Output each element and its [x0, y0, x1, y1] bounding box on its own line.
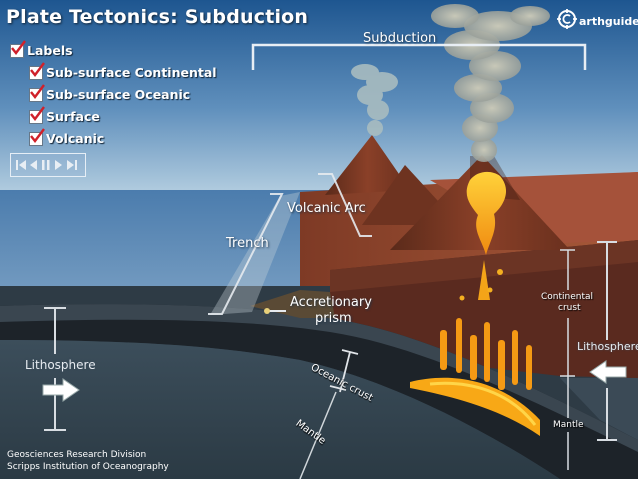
checkbox-label: Sub-surface Continental	[46, 65, 217, 80]
checkbox-label: Sub-surface Oceanic	[46, 87, 191, 102]
label-trench: Trench	[226, 236, 269, 251]
label-subduction: Subduction	[363, 31, 437, 46]
skip-forward-icon[interactable]	[67, 160, 77, 170]
checkbox-volcanic[interactable]: Volcanic	[29, 127, 105, 146]
checkbox-icon	[10, 39, 26, 58]
step-back-icon[interactable]	[30, 160, 37, 170]
label-lithosphere-right: Lithosphere	[577, 340, 638, 353]
checkbox-icon	[29, 83, 45, 102]
earthguide-logo[interactable]: arthguide	[556, 8, 638, 34]
checkbox-icon	[29, 61, 45, 80]
label-continental: Continental	[541, 292, 594, 302]
credit-line-1: Geosciences Research Division	[7, 450, 147, 460]
logo-text: arthguide	[579, 14, 638, 28]
checkbox-icon	[29, 127, 45, 146]
checkbox-label: Surface	[46, 109, 100, 124]
earth-compass-icon	[556, 8, 578, 34]
page-title: Plate Tectonics: Subduction	[6, 6, 309, 28]
credit-line-2: Scripps Institution of Oceanography	[7, 462, 169, 472]
checkbox-label: Labels	[27, 43, 73, 58]
label-prism: prism	[315, 311, 352, 326]
label-accretionary: Accretionary	[290, 295, 372, 310]
pause-icon[interactable]	[42, 160, 50, 170]
label-crust: crust	[558, 303, 581, 313]
label-mantle-right: Mantle	[553, 420, 584, 430]
checkbox-label: Volcanic	[46, 131, 105, 146]
playback-controls	[10, 153, 86, 177]
checkbox-surface[interactable]: Surface	[29, 105, 100, 124]
label-lithosphere-left: Lithosphere	[25, 358, 96, 372]
checkbox-icon	[29, 105, 45, 124]
checkbox-sub-surface-oceanic[interactable]: Sub-surface Oceanic	[29, 83, 191, 102]
label-volcanic-arc: Volcanic Arc	[287, 201, 366, 216]
checkbox-labels[interactable]: Labels	[10, 39, 73, 58]
checkbox-sub-surface-continental[interactable]: Sub-surface Continental	[29, 61, 217, 80]
arrow-right-icon	[42, 378, 80, 402]
skip-back-icon[interactable]	[16, 160, 26, 170]
arrow-left-icon	[589, 360, 627, 384]
play-icon[interactable]	[55, 160, 62, 170]
